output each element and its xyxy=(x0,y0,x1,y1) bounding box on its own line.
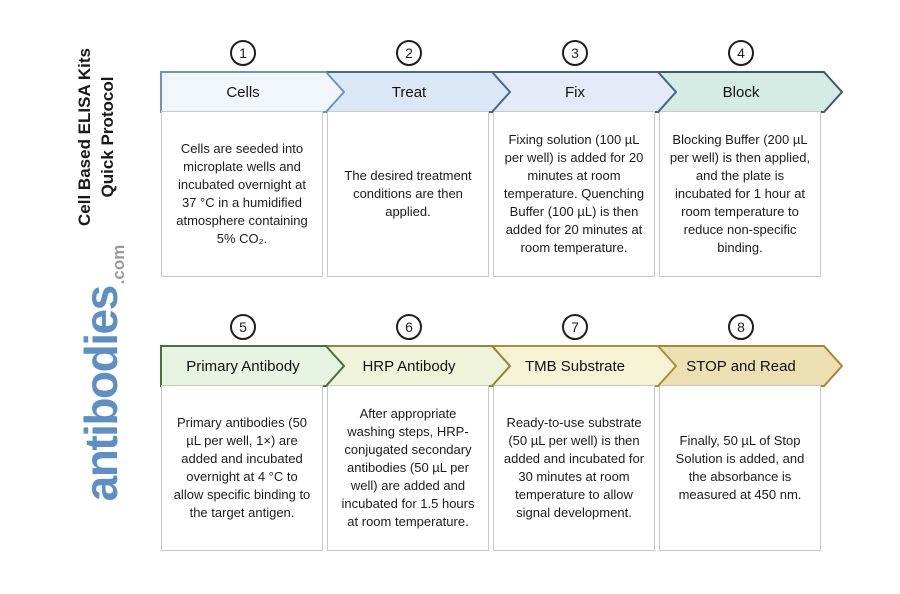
protocol-step-3: 3 Fix Fixing solution (100 µL per well) … xyxy=(492,40,677,280)
page-title-line1: Cell Based ELISA Kits xyxy=(75,48,95,226)
step-number: 2 xyxy=(405,45,413,61)
step-description-box: Blocking Buffer (200 µL per well) is the… xyxy=(659,111,821,277)
step-arrow-label: Primary Antibody xyxy=(186,357,300,375)
step-description: The desired treatment conditions are the… xyxy=(344,168,472,219)
protocol-step-4: 4 Block Blocking Buffer (200 µL per well… xyxy=(658,40,843,280)
page-title-line2: Quick Protocol xyxy=(98,76,117,198)
step-number: 6 xyxy=(405,319,413,335)
protocol-step-1: 1 Cells Cells are seeded into microplate… xyxy=(160,40,345,280)
step-description-box: Primary antibodies (50 µL per well, 1×) … xyxy=(161,385,323,551)
step-description: Fixing solution (100 µL per well) is add… xyxy=(503,132,645,255)
step-number: 1 xyxy=(239,45,247,61)
protocol-step-5: 5 Primary Antibody Primary antibodies (5… xyxy=(160,314,345,554)
step-description: Primary antibodies (50 µL per well, 1×) … xyxy=(173,415,311,520)
brand-logo-wordmark: antibodies xyxy=(75,286,127,502)
step-description-box: Fixing solution (100 µL per well) is add… xyxy=(493,111,655,277)
protocol-row-steps-1-4: 1 Cells Cells are seeded into microplate… xyxy=(160,40,843,280)
step-number: 5 xyxy=(239,319,247,335)
step-description-box: Cells are seeded into microplate wells a… xyxy=(161,111,323,277)
step-description: Finally, 50 µL of Stop Solution is added… xyxy=(675,433,805,502)
step-description: After appropriate washing steps, HRP-con… xyxy=(341,406,475,529)
step-number-badge: 8 xyxy=(728,314,754,340)
protocol-step-6: 6 HRP Antibody After appropriate washing… xyxy=(326,314,511,554)
step-arrow-label: STOP and Read xyxy=(686,357,796,375)
step-number-badge: 4 xyxy=(728,40,754,66)
step-description: Ready-to-use substrate (50 µL per well) … xyxy=(503,415,645,520)
step-description: Blocking Buffer (200 µL per well) is the… xyxy=(669,132,811,255)
step-description-box: After appropriate washing steps, HRP-con… xyxy=(327,385,489,551)
protocol-diagram: 1 Cells Cells are seeded into microplate… xyxy=(160,0,880,594)
step-description-box: Ready-to-use substrate (50 µL per well) … xyxy=(493,385,655,551)
step-number-badge: 5 xyxy=(230,314,256,340)
step-arrow-label: Fix xyxy=(565,83,585,101)
step-number: 7 xyxy=(571,319,579,335)
step-number-badge: 3 xyxy=(562,40,588,66)
step-number: 3 xyxy=(571,45,579,61)
step-arrow-label: HRP Antibody xyxy=(362,357,456,375)
step-chevron-arrow xyxy=(160,71,345,113)
step-arrow-label: Treat xyxy=(391,83,427,101)
step-number-badge: 6 xyxy=(396,314,422,340)
protocol-step-7: 7 TMB Substrate Ready-to-use substrate (… xyxy=(492,314,677,554)
step-description-box: Finally, 50 µL of Stop Solution is added… xyxy=(659,385,821,551)
step-number-badge: 7 xyxy=(562,314,588,340)
step-number: 8 xyxy=(737,319,745,335)
step-number-badge: 2 xyxy=(396,40,422,66)
protocol-row-steps-5-8: 5 Primary Antibody Primary antibodies (5… xyxy=(160,314,843,554)
brand-logo: antibodies.com xyxy=(74,245,128,502)
step-description-box: The desired treatment conditions are the… xyxy=(327,111,489,277)
step-chevron-arrow xyxy=(160,345,345,387)
step-description: Cells are seeded into microplate wells a… xyxy=(176,141,308,246)
brand-logo-tld: .com xyxy=(109,244,128,285)
step-arrow-label: Block xyxy=(722,83,760,101)
protocol-step-2: 2 Treat The desired treatment conditions… xyxy=(326,40,511,280)
step-number-badge: 1 xyxy=(230,40,256,66)
protocol-step-8: 8 STOP and Read Finally, 50 µL of Stop S… xyxy=(658,314,843,554)
page-title: Cell Based ELISA Kits Quick Protocol xyxy=(74,7,120,267)
step-arrow-label: Cells xyxy=(226,83,260,101)
step-number: 4 xyxy=(737,45,745,61)
step-arrow-label: TMB Substrate xyxy=(524,357,626,375)
